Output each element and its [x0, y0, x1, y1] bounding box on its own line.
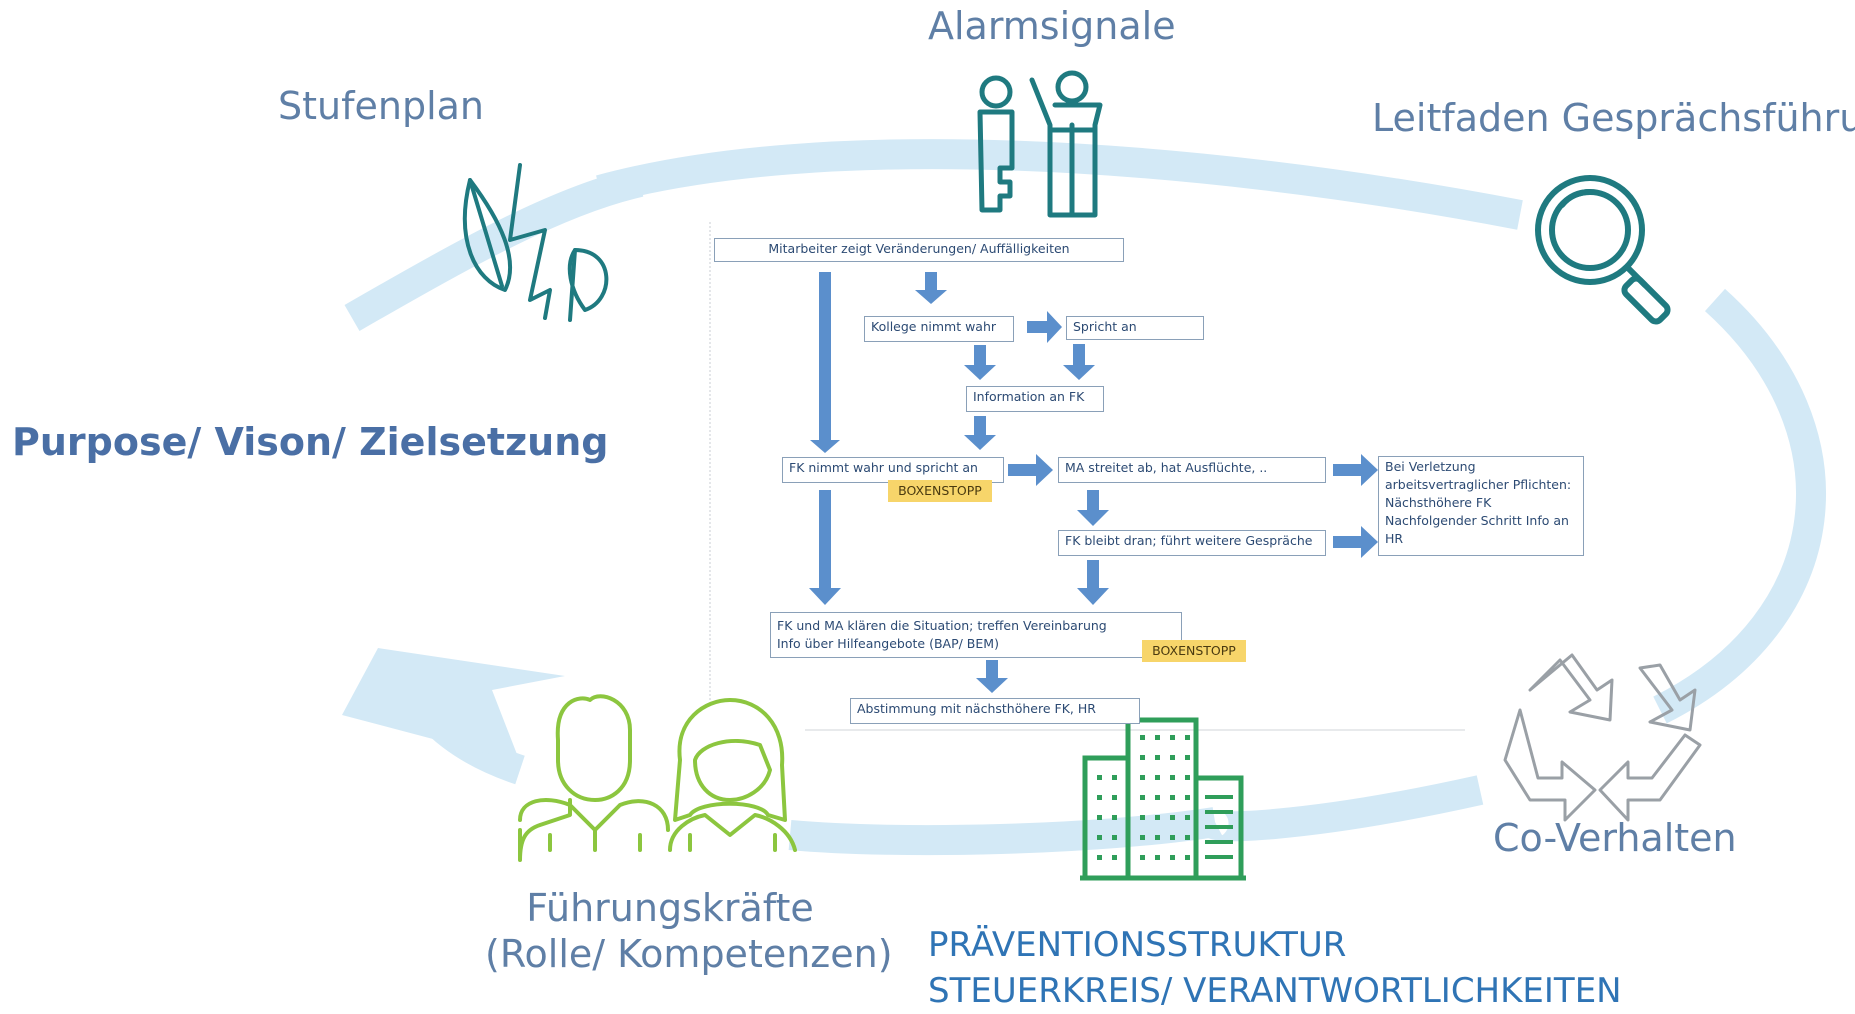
label-praeventionsstruktur: PRÄVENTIONSSTRUKTUR STEUERKREIS/ VERANTW…	[928, 922, 1622, 1014]
flow-box-info-fk: Information an FK	[966, 386, 1104, 412]
flow-arrows	[809, 272, 1378, 693]
label-co-verhalten: Co-Verhalten	[1493, 816, 1737, 860]
flow-box-kollege: Kollege nimmt wahr	[864, 316, 1014, 342]
label-fuehrungskraefte: Führungskräfte (Rolle/ Kompetenzen)	[485, 885, 893, 977]
people-icon	[518, 694, 797, 862]
label-praevention-line1: PRÄVENTIONSSTRUKTUR	[928, 925, 1347, 965]
boxenstopp-badge-1: BOXENSTOPP	[888, 480, 992, 502]
building-windows	[1097, 735, 1233, 860]
verletzung-line: Nächsthöhere FK	[1385, 495, 1492, 510]
label-stufenplan: Stufenplan	[278, 84, 484, 128]
label-leitfaden: Leitfaden Gesprächsführung	[1372, 96, 1855, 140]
flow-box-verletzung: Bei Verletzung arbeitsvertraglicher Pfli…	[1378, 456, 1584, 556]
key-person-icon	[977, 70, 1103, 218]
klaeren-line2: Info über Hilfeangebote (BAP/ BEM)	[777, 636, 999, 651]
verletzung-line: HR	[1385, 531, 1404, 546]
magnifier-icon	[1535, 175, 1671, 325]
flow-box-ma-streitet: MA streitet ab, hat Ausflüchte, ..	[1058, 457, 1326, 483]
klaeren-line1: FK und MA klären die Situation; treffen …	[777, 618, 1107, 633]
label-purpose: Purpose/ Vison/ Zielsetzung	[12, 420, 609, 464]
label-praevention-line2: STEUERKREIS/ VERANTWORTLICHKEITEN	[928, 971, 1622, 1011]
verletzung-line: arbeitsvertraglicher Pflichten:	[1385, 477, 1572, 492]
label-alarmsignale: Alarmsignale	[928, 4, 1176, 48]
flow-box-fk-nimmt: FK nimmt wahr und spricht an	[782, 457, 1004, 483]
flow-box-spricht-an: Spricht an	[1066, 316, 1204, 340]
office-building-icon	[1080, 717, 1246, 881]
flow-box-klaeren: FK und MA klären die Situation; treffen …	[770, 612, 1182, 658]
cycle-arrowhead	[342, 648, 565, 762]
flow-box-start: Mitarbeiter zeigt Veränderungen/ Auffäll…	[714, 238, 1124, 262]
flow-box-abstimmung: Abstimmung mit nächsthöhere FK, HR	[850, 698, 1140, 724]
recycle-icon	[1503, 653, 1702, 822]
label-fuehrungskraefte-line2: (Rolle/ Kompetenzen)	[485, 932, 893, 976]
verletzung-line: Bei Verletzung	[1385, 459, 1476, 474]
leaf-lightning-icon	[462, 163, 609, 322]
verletzung-line: Nachfolgender Schritt Info an	[1385, 513, 1569, 528]
boxenstopp-badge-2: BOXENSTOPP	[1142, 640, 1246, 662]
flow-box-fk-bleibt: FK bleibt dran; führt weitere Gespräche	[1058, 530, 1326, 556]
label-fuehrungskraefte-line1: Führungskräfte	[526, 886, 814, 930]
